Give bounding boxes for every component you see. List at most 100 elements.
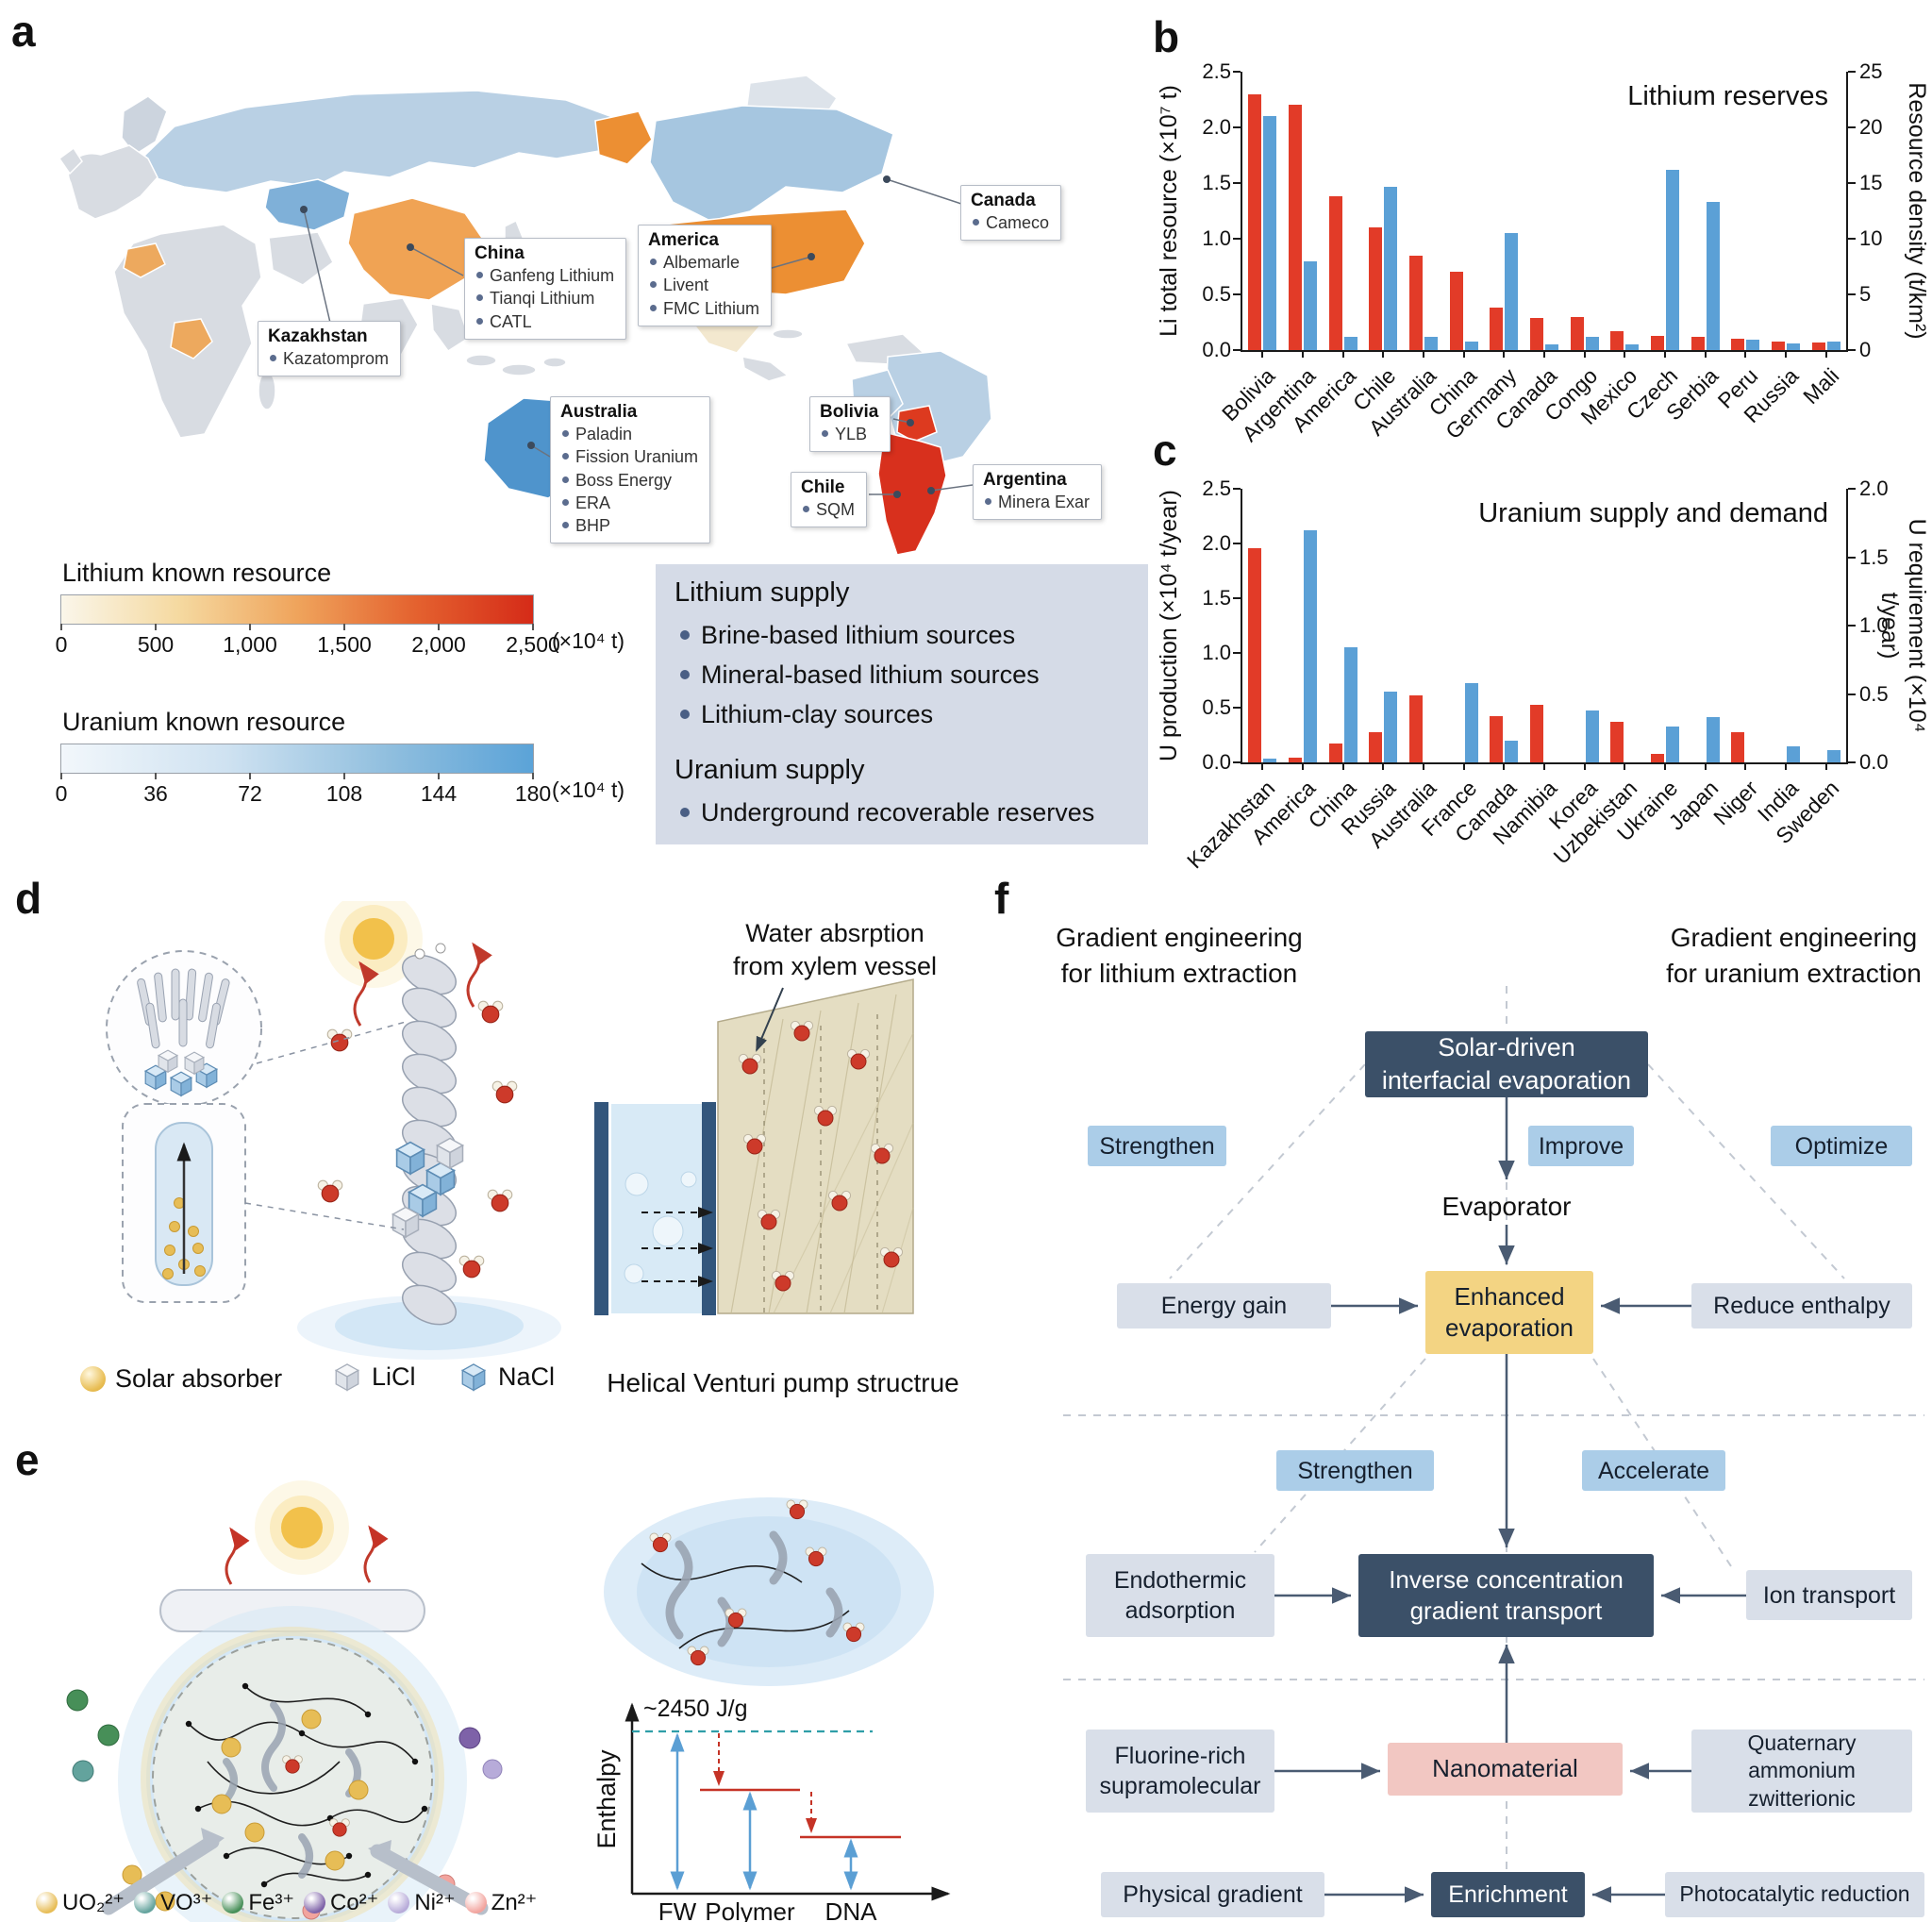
lithium-supply-title: Lithium supply: [675, 577, 850, 608]
country-congo: [170, 318, 213, 359]
list-item: FMC Lithium: [648, 297, 759, 320]
y-axis-label-right: Resource density (t/km²): [1904, 82, 1930, 340]
bar-resource-density: [1826, 341, 1840, 350]
ion-sphere-icon: [464, 1892, 487, 1914]
scale-tickmark: [60, 773, 62, 779]
tickmark: [1261, 762, 1264, 770]
dna-water-illustration: [604, 1497, 934, 1686]
panel-label-c: c: [1153, 426, 1177, 475]
tickmark: [1382, 350, 1385, 358]
callout-title: Bolivia: [820, 402, 879, 422]
solar-absorber-icon: [80, 1366, 106, 1392]
tickmark: [1848, 71, 1856, 73]
scale-tickmark: [249, 624, 251, 630]
bar-u-production: [1289, 758, 1302, 762]
tickmark: [1664, 350, 1666, 358]
bar-resource-density: [1746, 340, 1760, 350]
list-item: Boss Energy: [560, 469, 698, 492]
lithium-supply-box: Lithium supply Brine-based lithium sourc…: [656, 564, 1148, 746]
x-label-dna: DNA: [825, 1897, 878, 1922]
ion-legend-item: Fe³⁺: [222, 1889, 294, 1916]
flow-box-strengthen-1: Strengthen: [1088, 1126, 1226, 1166]
ion-legend-item: UO₂²⁺: [36, 1889, 125, 1916]
tickmark: [1233, 652, 1241, 654]
scale-tickmark: [155, 773, 157, 779]
tickmark: [1583, 762, 1586, 770]
xylem-caption: Water absrption from xylem vessel: [732, 919, 938, 981]
callout-chile: Chile SQM: [791, 472, 868, 528]
left-tick-label: 0.0: [1202, 338, 1231, 361]
tickmark: [1704, 350, 1707, 358]
tickmark: [1233, 126, 1241, 128]
uranium-scale-title: Uranium known resource: [62, 708, 346, 736]
bar-li-total-resource: [1490, 308, 1504, 350]
bar-resource-density: [1706, 202, 1720, 350]
flow-box-physical-gradient: Physical gradient: [1101, 1872, 1324, 1917]
right-tick-label: 10: [1859, 226, 1883, 250]
tickmark: [1744, 350, 1747, 358]
flow-text-evaporator: Evaporator: [1441, 1192, 1572, 1221]
country-uk: [58, 146, 83, 175]
tickmark: [1848, 238, 1856, 240]
bar-li-total-resource: [1289, 105, 1302, 350]
tickmark: [1233, 182, 1241, 184]
flow-box-enhanced-evaporation: Enhanced evaporation: [1425, 1271, 1593, 1354]
tickmark: [1848, 693, 1856, 695]
tickmark: [1233, 543, 1241, 544]
country-china: [347, 197, 487, 301]
tickmark: [1543, 350, 1545, 358]
callout-title: Chile: [801, 477, 845, 497]
country-mali: [123, 242, 166, 278]
vapor-arrows: [353, 942, 492, 1027]
vessel-wall-right: [702, 1102, 716, 1315]
legend-item-nacl: NaCl: [458, 1361, 555, 1393]
bar-u-requirement: [1464, 682, 1478, 762]
flow-header-right: Gradient engineering for uranium extract…: [1666, 923, 1922, 988]
right-tick-label: 20: [1859, 115, 1883, 139]
bar-li-total-resource: [1328, 196, 1342, 350]
left-tick-label: 2.0: [1202, 531, 1231, 555]
tickmark: [1462, 762, 1465, 770]
tickmark: [1462, 350, 1465, 358]
list-item: Minera Exar: [983, 491, 1090, 513]
callout-leader-lines: [303, 178, 974, 495]
bar-u-production: [1409, 695, 1423, 762]
list-item: Livent: [648, 274, 759, 296]
bar-resource-density: [1505, 233, 1519, 350]
bar-u-requirement: [1384, 691, 1398, 762]
bar-li-total-resource: [1690, 336, 1705, 350]
bar-resource-density: [1384, 186, 1398, 350]
panel-label-f: f: [994, 874, 1009, 923]
list-item: CATL: [475, 310, 614, 333]
callout-title: America: [648, 230, 719, 250]
uranium-supply-title: Uranium supply: [675, 755, 865, 785]
bar-li-total-resource: [1651, 335, 1664, 350]
bar-u-production: [1328, 744, 1342, 762]
callout-leader-dots: [300, 175, 935, 498]
tickmark: [1848, 761, 1856, 763]
country-canada: [649, 105, 894, 222]
list-item: Kazatomprom: [268, 347, 389, 370]
tickmark: [1848, 182, 1856, 184]
left-tick-label: 1.0: [1202, 641, 1231, 664]
right-tick-label: 1.0: [1859, 613, 1889, 637]
absorber-inset: [122, 1103, 246, 1303]
chart-uranium-supply-demand: U production (×10⁴ t/year) U requirement…: [1146, 434, 1932, 873]
tickmark: [1423, 762, 1424, 770]
legend-label: Solar absorber: [115, 1364, 283, 1393]
ion-label: Zn²⁺: [491, 1890, 538, 1915]
panel-label-e: e: [15, 1435, 40, 1484]
right-tick-label: 2.0: [1859, 476, 1889, 500]
scale-tick-label: 108: [325, 781, 363, 806]
flow-connectors: [1063, 986, 1924, 1917]
ion-sphere-icon: [133, 1892, 156, 1914]
left-tick-label: 0.5: [1202, 282, 1231, 306]
tickmark: [1341, 762, 1344, 770]
x-label-fw: FW: [658, 1897, 697, 1922]
uranium-scale-unit: (×10⁴ t): [552, 777, 625, 802]
ion-label: Ni²⁺: [414, 1890, 456, 1915]
panel-label-b: b: [1153, 12, 1180, 61]
